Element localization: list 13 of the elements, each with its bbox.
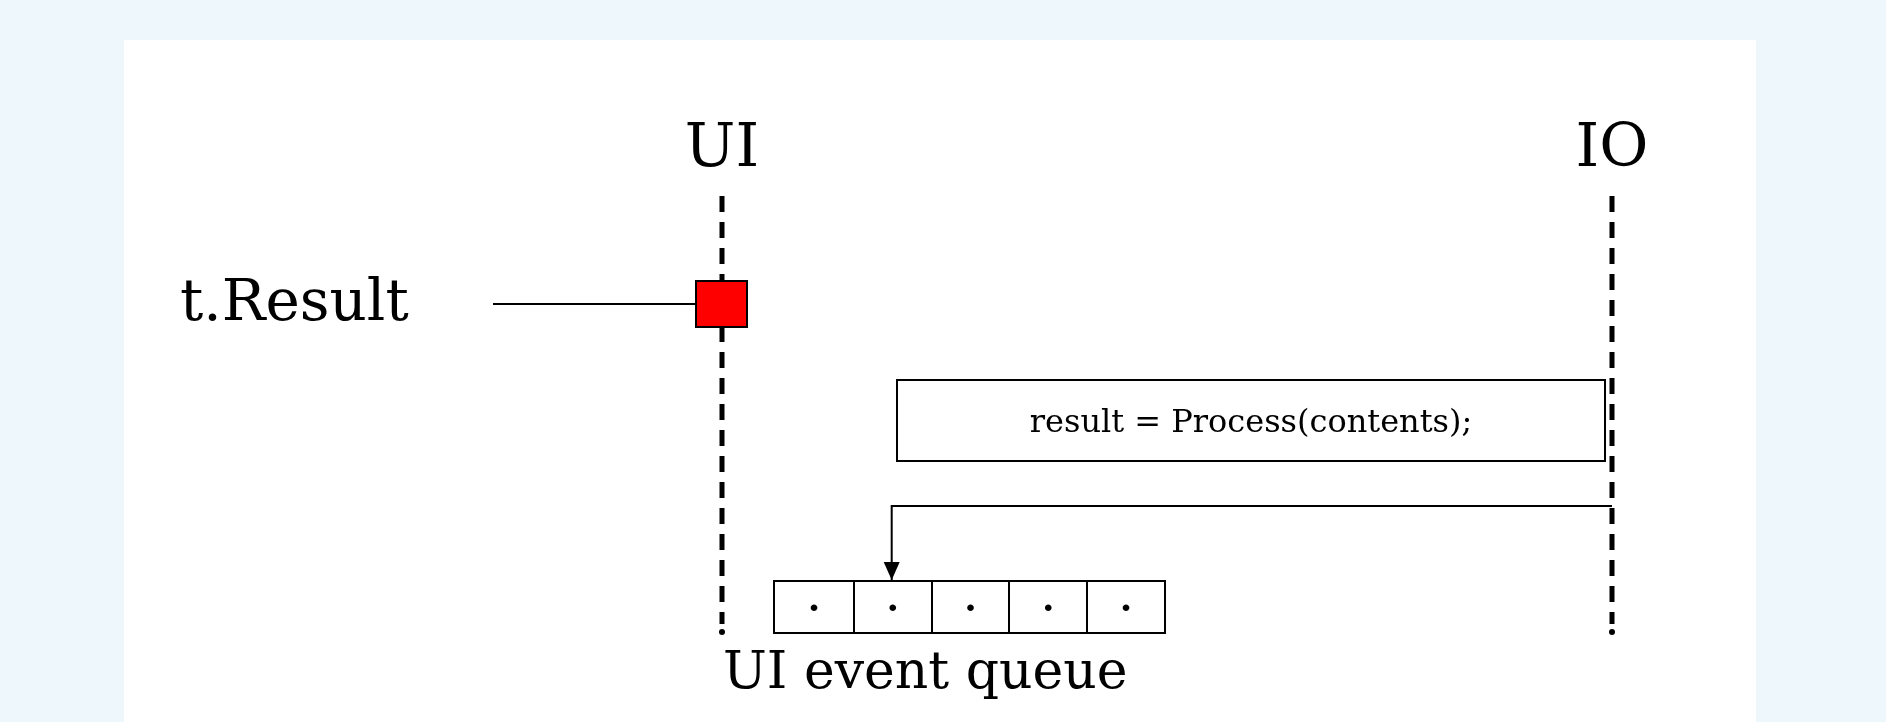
- queue-slot: ·: [930, 582, 1009, 632]
- queue-slot: ·: [852, 582, 931, 632]
- code-box: result = Process(contents);: [896, 379, 1606, 462]
- queue-slot: ·: [775, 582, 853, 632]
- leader-line: [492, 303, 696, 305]
- result-label: t.Result: [180, 262, 470, 338]
- arrow: [883, 505, 1613, 581]
- queue-slot: ·: [1008, 582, 1087, 632]
- queue-caption: UI event queue: [723, 640, 1128, 700]
- queue-slot: ·: [1086, 582, 1164, 632]
- lifeline-label: IO: [1574, 109, 1650, 182]
- lifeline-label: UI: [683, 109, 761, 182]
- event-queue: [773, 580, 1166, 634]
